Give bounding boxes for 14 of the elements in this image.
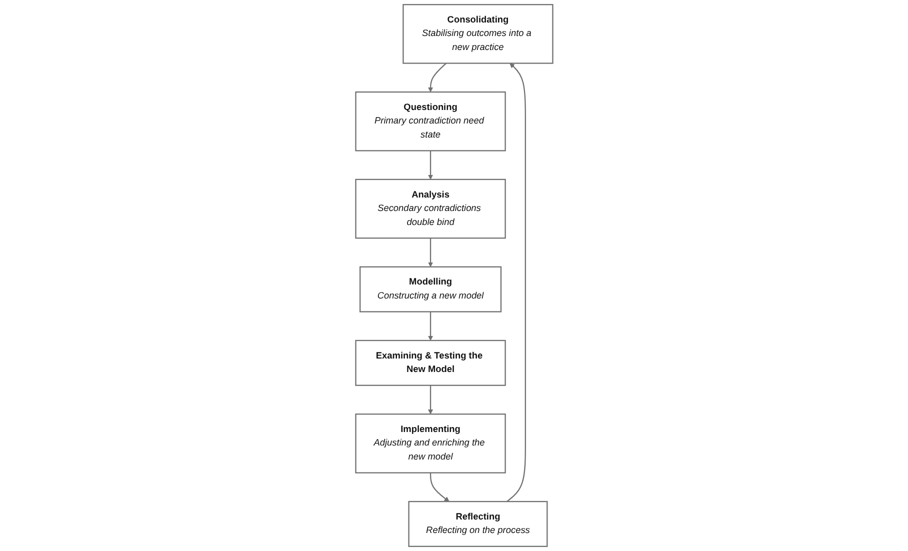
node-box: Analysis Secondary contradictions double bind (354, 178, 506, 239)
arrow (428, 238, 433, 268)
node-box: Consolidating Stabilising outcomes into a new practice (402, 4, 554, 64)
node-box: Modelling Constructing a new model (359, 266, 502, 312)
arrow (428, 150, 433, 180)
node-box: Reflecting Reflecting on the process (408, 500, 548, 547)
arrow (506, 63, 526, 502)
arrow (430, 472, 450, 502)
arrow (428, 312, 433, 341)
arrow (428, 62, 446, 92)
arrow (428, 385, 433, 414)
node-box: Examining & Testing the New Model (354, 340, 506, 386)
node-box: Questioning Primary contradiction need state (354, 91, 506, 152)
node-box: Implementing Adjusting and enriching the new model (354, 414, 506, 474)
